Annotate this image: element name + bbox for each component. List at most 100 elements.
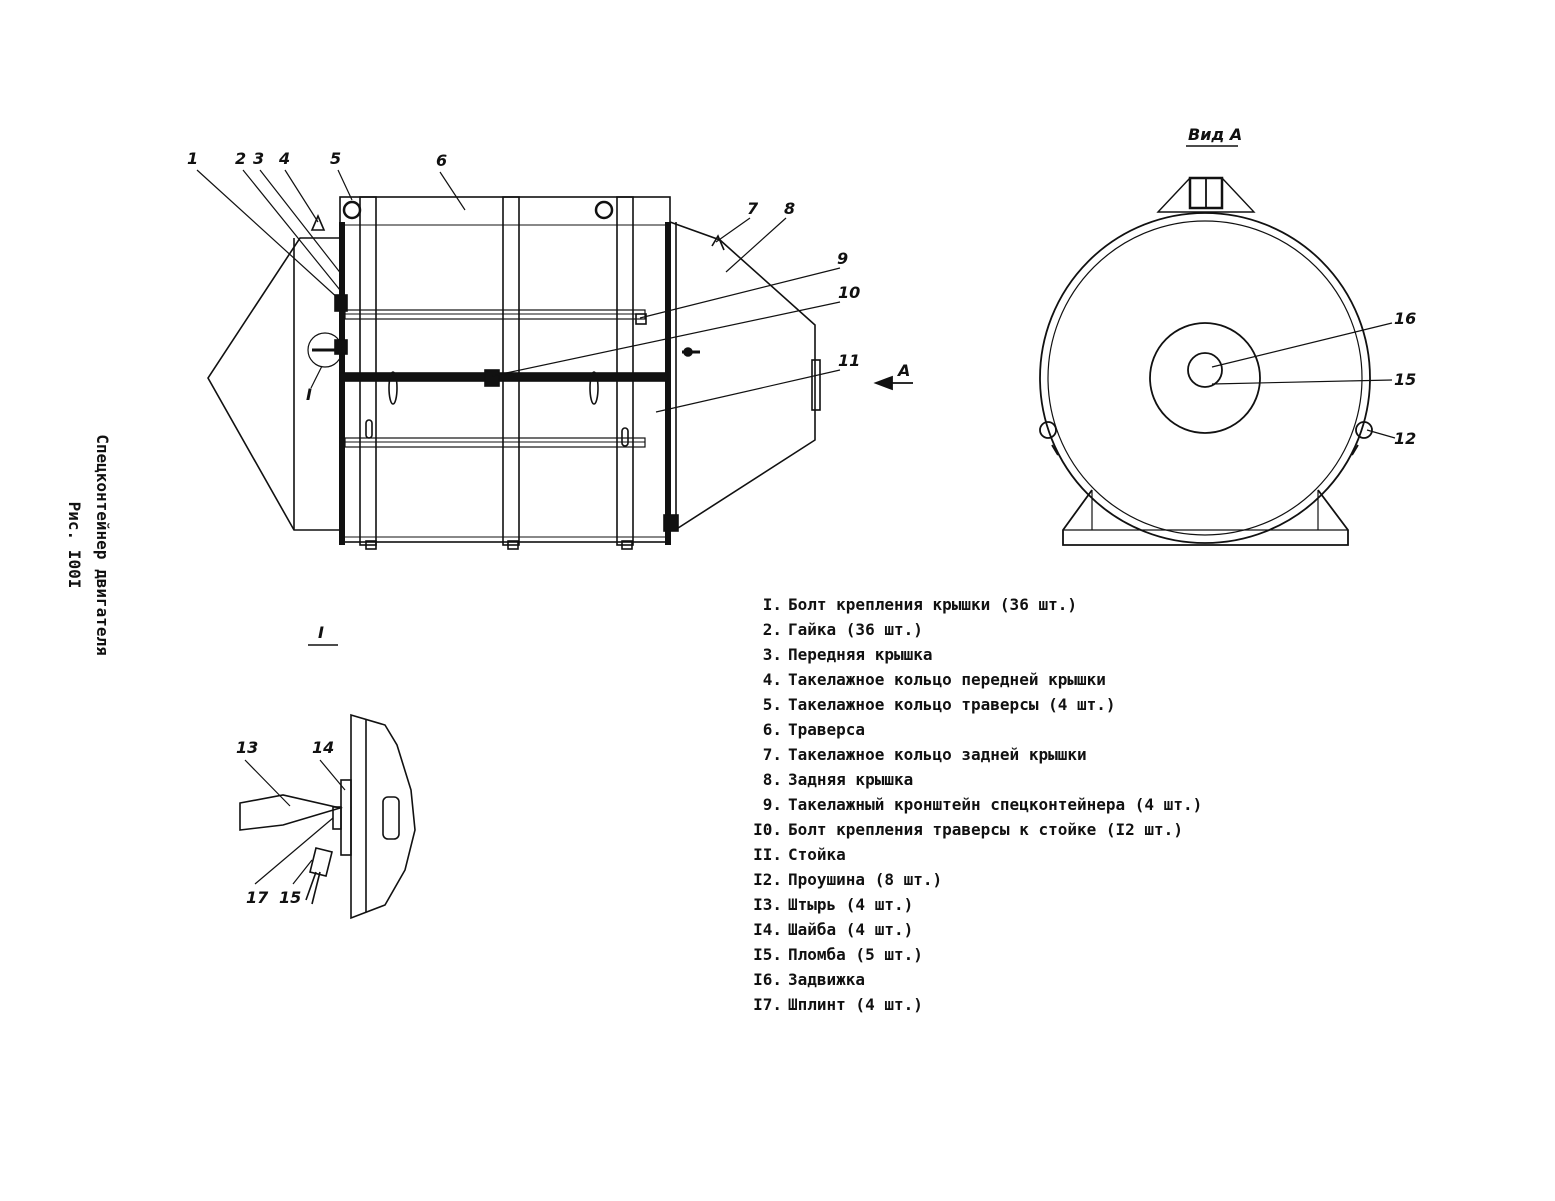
arrow-a-label: А [896, 361, 910, 380]
callout-16: 16 [1394, 309, 1416, 328]
legend-item-text: Такелажный кронштейн спецконтейнера (4 ш… [788, 795, 1203, 814]
callout-7: 7 [747, 199, 759, 218]
legend-item-number: 4. [762, 670, 782, 689]
callout-9: 9 [837, 249, 848, 268]
legend-item-number: 2. [762, 620, 782, 639]
legend-item-text: Пломба (5 шт.) [788, 945, 923, 964]
legend-item-number: 6. [762, 720, 782, 739]
callout-2: 2 [235, 149, 246, 168]
callout-15-view: 15 [1394, 370, 1416, 389]
support-base [1062, 489, 1349, 546]
legend-item-text: Такелажное кольцо задней крышки [788, 745, 1087, 764]
leader-lines-view-a [1186, 145, 1396, 439]
legend-item: 6. Траверса [740, 717, 1300, 742]
view-a-title: Вид А [1188, 125, 1242, 144]
legend-item-text: Такелажное кольцо траверсы (4 шт.) [788, 695, 1116, 714]
legend-item-text: Такелажное кольцо передней крышки [788, 670, 1106, 689]
legend-item: 3. Передняя крышка [740, 642, 1300, 667]
pin [239, 794, 344, 831]
legend-item-number: I6. [753, 970, 782, 989]
legend-item-text: Задняя крышка [788, 770, 914, 789]
legend-item-number: 7. [762, 745, 782, 764]
legend-item: I3. Штырь (4 шт.) [740, 892, 1300, 917]
legend-item-number: I3. [753, 895, 782, 914]
legend-item-text: Траверса [788, 720, 866, 739]
side-caption: Спецконтейнер двигателя Рис. I00I [60, 425, 116, 665]
detail-i-marker [307, 332, 343, 368]
legend-item-text: Болт крепления траверсы к стойке (I2 шт.… [788, 820, 1183, 839]
callout-17: 17 [246, 888, 269, 907]
legend-item-text: Гайка (36 шт.) [788, 620, 923, 639]
callout-14: 14 [312, 738, 334, 757]
eyelet-left [1039, 421, 1057, 439]
legend-item-text: Штырь (4 шт.) [788, 895, 914, 914]
container-body [339, 196, 671, 543]
leader-lines-main [196, 169, 841, 413]
hatch-ring [1149, 322, 1261, 434]
callout-10: 10 [838, 283, 860, 302]
legend-item-number: 3. [762, 645, 782, 664]
legend-item-text: Шплинт (4 шт.) [788, 995, 923, 1014]
gate-valve-circle [1187, 352, 1223, 388]
callout-15-detail: 15 [279, 888, 301, 907]
legend-item: I2. Проушина (8 шт.) [740, 867, 1300, 892]
caption-figure: Рис. I00I [65, 501, 84, 589]
outer-shell [1039, 212, 1371, 544]
legend-item: 4. Такелажное кольцо передней крышки [740, 667, 1300, 692]
lifting-ring-left [342, 200, 362, 220]
view-a-arrow [873, 375, 913, 391]
legend-item: I0. Болт крепления траверсы к стойке (I2 … [740, 817, 1300, 842]
lifting-ring-right [594, 200, 614, 220]
legend-item-text: Шайба (4 шт.) [788, 920, 914, 939]
legend-item-text: Стойка [788, 845, 846, 864]
legend-item-number: 8. [762, 770, 782, 789]
legend-item: I6. Задвижка [740, 967, 1300, 992]
legend-item: II. Стойка [740, 842, 1300, 867]
legend-item-text: Болт крепления крышки (36 шт.) [788, 595, 1077, 614]
legend-item-number: I4. [753, 920, 782, 939]
legend-item: 8. Задняя крышка [740, 767, 1300, 792]
legend-item: I5. Пломба (5 шт.) [740, 942, 1300, 967]
legend-item-number: I7. [753, 995, 782, 1014]
detail-i-drawing [239, 644, 416, 920]
detail-marker-label: I [306, 385, 312, 404]
legend-item-number: I5. [753, 945, 782, 964]
legend-item: I7. Шплинт (4 шт.) [740, 992, 1300, 1017]
callout-11: 11 [838, 351, 860, 370]
legend-item-number: 9. [762, 795, 782, 814]
legend-item-number: I2. [753, 870, 782, 889]
callout-1: 1 [187, 149, 198, 168]
callout-4: 4 [278, 149, 290, 168]
legend-item-number: II. [753, 845, 782, 864]
washer [340, 779, 352, 856]
eyelet-right [1355, 421, 1373, 439]
legend-item-text: Проушина (8 шт.) [788, 870, 943, 889]
post-3 [616, 196, 634, 546]
callout-3: 3 [253, 149, 264, 168]
legend-item: 9. Такелажный кронштейн спецконтейнера (4… [740, 792, 1300, 817]
callout-6: 6 [436, 151, 447, 170]
legend-item: I. Болт крепления крышки (36 шт.) [740, 592, 1300, 617]
callout-8: 8 [784, 199, 795, 218]
legend-item-text: Передняя крышка [788, 645, 933, 664]
leader-lines-detail [244, 759, 346, 885]
legend-item: I4. Шайба (4 шт.) [740, 917, 1300, 942]
post-2 [502, 196, 520, 546]
detail-title: I [318, 623, 324, 642]
legend-item-number: 5. [762, 695, 782, 714]
callout-numbers: 1 2 3 4 5 6 7 8 9 10 11 I А Вид А 16 15 … [187, 125, 1416, 907]
container-side-view [207, 196, 821, 550]
rear-cover [669, 221, 816, 531]
legend-item-text: Задвижка [788, 970, 866, 989]
callout-12: 12 [1394, 429, 1416, 448]
caption-title: Спецконтейнер двигателя [93, 434, 112, 656]
legend-item-number: I. [762, 595, 782, 614]
legend-item: 2. Гайка (36 шт.) [740, 617, 1300, 642]
legend-item-number: I0. [753, 820, 782, 839]
callout-13: 13 [236, 738, 258, 757]
callout-5: 5 [330, 149, 341, 168]
seal [309, 847, 333, 877]
legend-item: 5. Такелажное кольцо траверсы (4 шт.) [740, 692, 1300, 717]
legend-item: 7. Такелажное кольцо задней крышки [740, 742, 1300, 767]
